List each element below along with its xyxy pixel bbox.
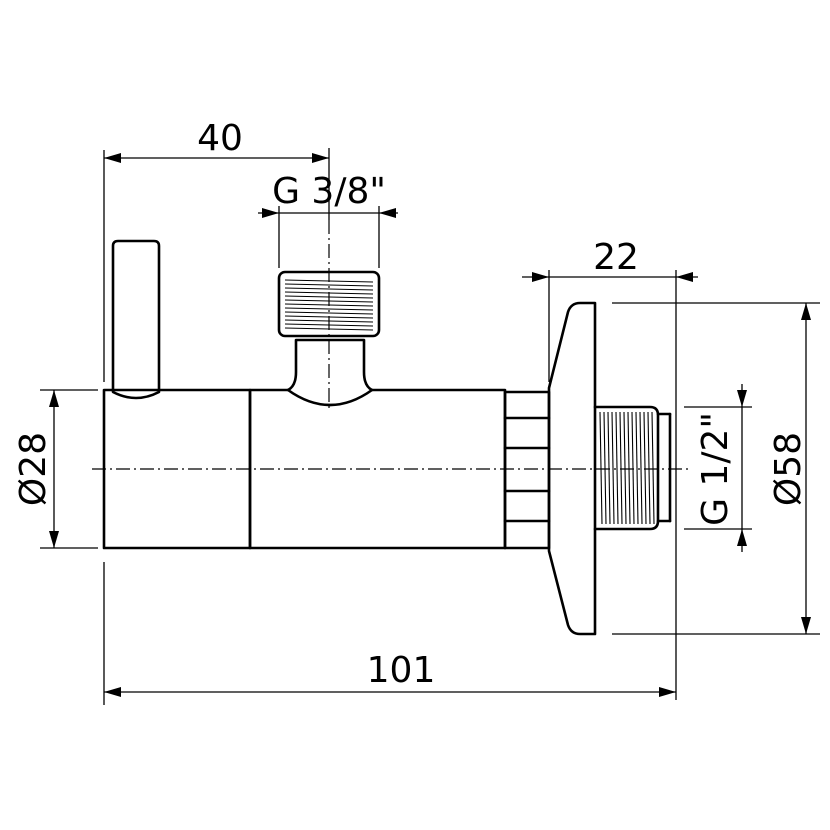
thread-line bbox=[284, 307, 374, 311]
thread-line bbox=[631, 411, 635, 525]
dimension-label-outlet-thread: G 3/8" bbox=[272, 171, 386, 212]
thread-line bbox=[607, 411, 611, 525]
thread-line bbox=[623, 411, 627, 525]
dimension-overall-length: 101 bbox=[103, 562, 676, 705]
outlet-saddle bbox=[286, 388, 374, 407]
dimension-label-22: 22 bbox=[593, 237, 639, 278]
thread-line bbox=[619, 411, 623, 525]
valve-body bbox=[248, 338, 507, 550]
dimension-body-diameter: Ø28 bbox=[13, 389, 98, 549]
dimension-label-inlet-thread: G 1/2" bbox=[695, 412, 736, 526]
handle-lever bbox=[111, 239, 161, 400]
hex-nut bbox=[503, 390, 551, 550]
thread-line bbox=[284, 311, 374, 315]
thread-line bbox=[627, 411, 631, 525]
thread-line bbox=[284, 283, 374, 287]
dimension-inlet-thread: G 1/2" bbox=[684, 384, 752, 552]
thread-line bbox=[599, 411, 603, 525]
thread-line bbox=[643, 411, 647, 525]
thread-line bbox=[651, 411, 655, 525]
thread-line bbox=[639, 411, 643, 525]
outlet-thread-hatching bbox=[284, 279, 374, 331]
dimension-depth-to-outlet: 40 bbox=[103, 118, 330, 382]
thread-line bbox=[284, 287, 374, 291]
thread-line bbox=[615, 411, 619, 525]
thread-line bbox=[647, 411, 651, 525]
dimension-label-40: 40 bbox=[197, 118, 243, 159]
dimension-label-101: 101 bbox=[367, 650, 436, 691]
dimension-flange-diameter: Ø58 bbox=[612, 302, 820, 635]
thread-line bbox=[635, 411, 639, 525]
flange bbox=[547, 301, 597, 636]
thread-line bbox=[603, 411, 607, 525]
dimension-outlet-thread: G 3/8" bbox=[258, 171, 398, 268]
dimension-label-flange-diameter: Ø58 bbox=[768, 432, 809, 506]
dimension-flange-depth: 22 bbox=[522, 237, 698, 700]
dimension-label-body-diameter: Ø28 bbox=[13, 432, 54, 506]
valve-outline bbox=[102, 239, 672, 636]
thread-line bbox=[611, 411, 615, 525]
inlet-thread-box bbox=[593, 405, 660, 531]
inlet-thread-hatching bbox=[599, 411, 655, 525]
